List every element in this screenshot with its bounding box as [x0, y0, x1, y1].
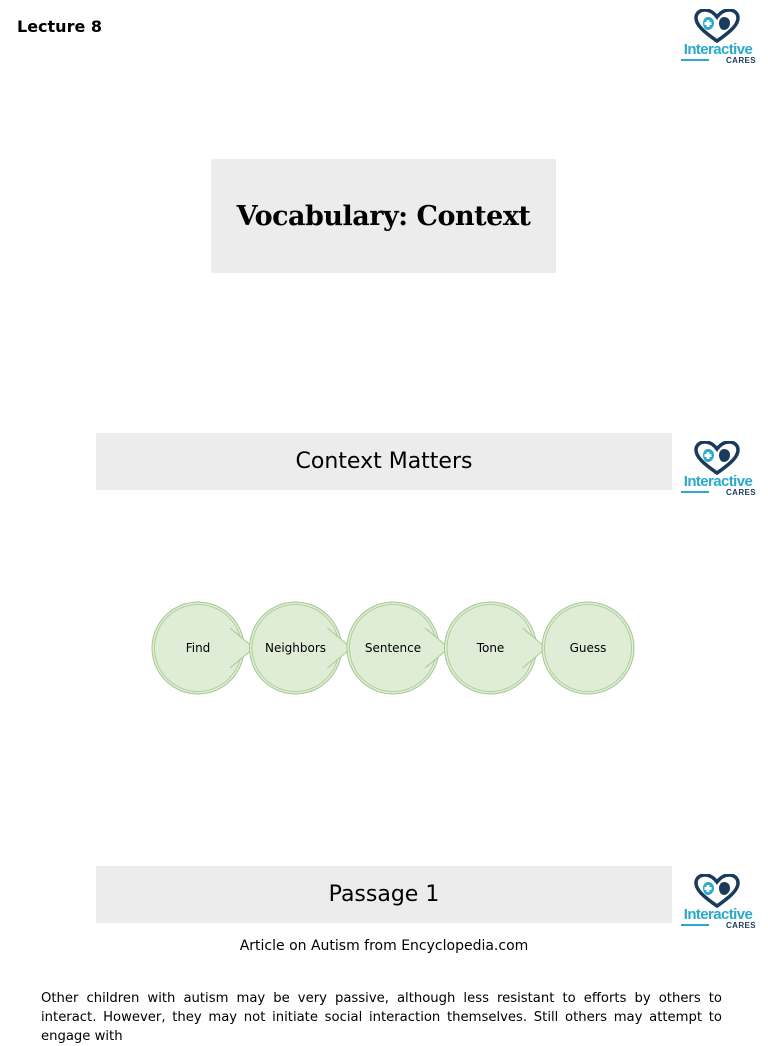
logo-subtitle: CARES	[725, 921, 756, 930]
logo-underline	[681, 59, 709, 61]
section-title: Passage 1	[328, 882, 440, 907]
heart-logo-icon	[694, 874, 740, 908]
logo-wordmark: Interactive	[683, 41, 753, 58]
process-diagram: Find Neighbors Sentence Tone Guess	[151, 601, 635, 695]
logo-underline	[681, 491, 709, 493]
logo-subtitle: CARES	[725, 488, 756, 497]
interactive-cares-logo: Interactive CARES	[678, 9, 758, 69]
heart-logo-icon	[694, 9, 740, 43]
section-banner-passage-1: Passage 1	[96, 866, 672, 923]
slide-title: Vocabulary: Context	[236, 200, 531, 232]
process-step-label: Guess	[570, 641, 607, 655]
process-step-circle	[541, 601, 635, 695]
interactive-cares-logo: Interactive CARES	[678, 874, 758, 934]
process-step-label: Find	[186, 641, 211, 655]
process-step	[151, 601, 255, 695]
section-banner-context-matters: Context Matters	[96, 433, 672, 490]
process-step	[541, 601, 635, 695]
process-step-label: Tone	[476, 641, 505, 655]
lecture-label: Lecture 8	[17, 17, 103, 36]
logo-underline	[681, 924, 709, 926]
logo-wordmark: Interactive	[683, 906, 753, 923]
slide-title-box: Vocabulary: Context	[211, 159, 556, 273]
interactive-cares-logo: Interactive CARES	[678, 441, 758, 501]
process-step-label: Neighbors	[265, 641, 326, 655]
process-step	[444, 601, 548, 695]
article-source: Article on Autism from Encyclopedia.com	[239, 938, 529, 954]
process-step-label: Sentence	[365, 641, 421, 655]
process-step	[249, 601, 353, 695]
logo-subtitle: CARES	[725, 56, 756, 65]
passage-text: Other children with autism may be very p…	[41, 991, 722, 1044]
section-title: Context Matters	[295, 449, 473, 474]
heart-logo-icon	[694, 441, 740, 475]
process-step-ring	[544, 604, 632, 692]
logo-wordmark: Interactive	[683, 473, 753, 490]
process-step	[346, 601, 450, 695]
